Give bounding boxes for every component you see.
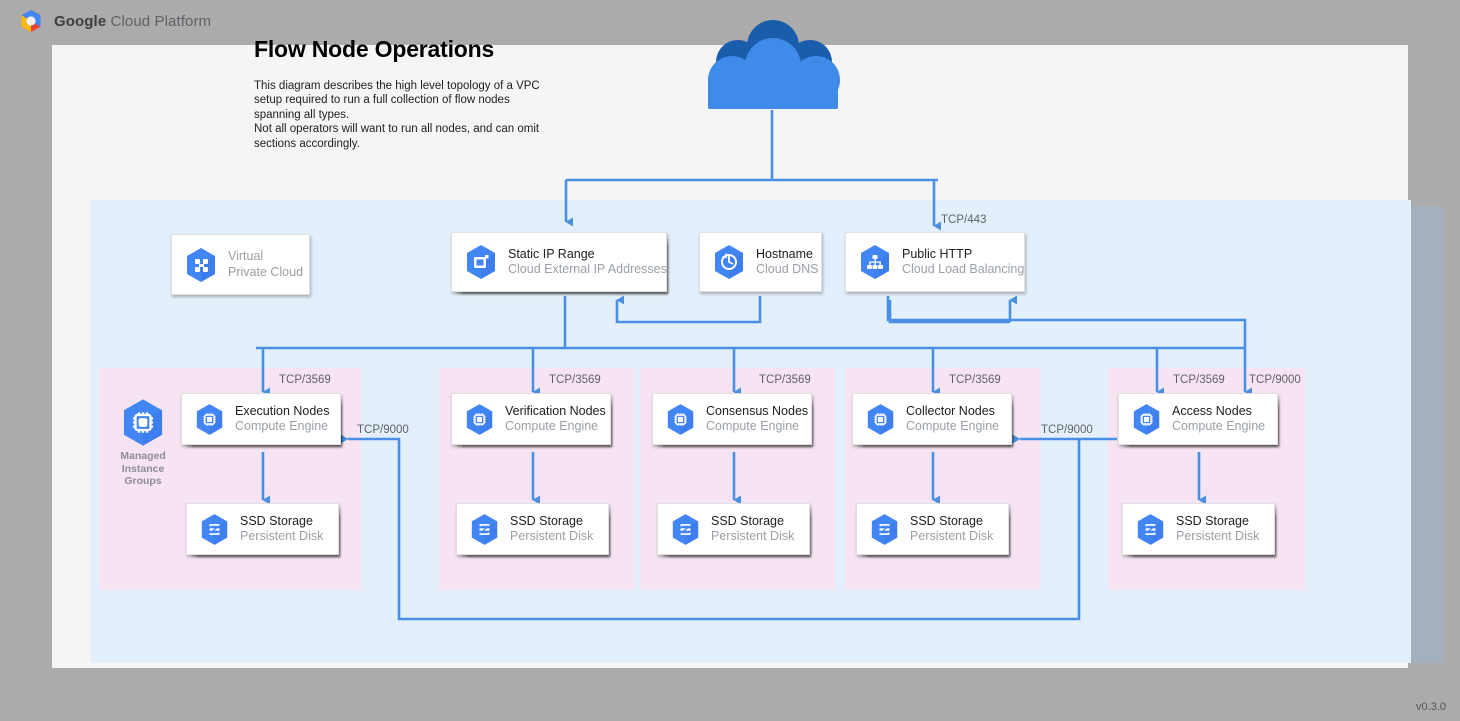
- persistent-disk-icon: [870, 513, 899, 546]
- static-ip-icon: [465, 244, 497, 280]
- node-subtitle: Compute Engine: [235, 419, 329, 433]
- node-subtitle: Persistent Disk: [711, 529, 795, 543]
- node-collector-nodes[interactable]: Collector Nodes Compute Engine: [852, 393, 1012, 445]
- port-label: TCP/443: [941, 214, 987, 226]
- port-label: TCP/9000: [1249, 374, 1301, 386]
- node-subtitle: Cloud External IP Addresses: [508, 262, 667, 276]
- storage-collector[interactable]: SSD Storage Persistent Disk: [856, 503, 1009, 555]
- version-label: v0.3.0: [1416, 701, 1446, 713]
- node-subtitle: Compute Engine: [1172, 419, 1266, 433]
- node-title: Access Nodes: [1172, 403, 1252, 418]
- managed-instance-groups-label: Managed Instance Groups: [120, 450, 166, 487]
- node-verification-nodes[interactable]: Verification Nodes Compute Engine: [451, 393, 611, 445]
- node-title: Execution Nodes: [235, 403, 330, 418]
- node-title: SSD Storage: [910, 513, 983, 528]
- node-subtitle: Compute Engine: [706, 419, 800, 433]
- port-label: TCP/3569: [1173, 374, 1225, 386]
- managed-instance-group-icon: [121, 398, 165, 447]
- node-hostname[interactable]: Hostname Cloud DNS: [699, 232, 822, 292]
- node-subtitle: Persistent Disk: [910, 529, 994, 543]
- persistent-disk-icon: [1136, 513, 1165, 546]
- node-subtitle: Cloud Load Balancing: [902, 262, 1025, 276]
- gcp-brand-title: Google Cloud Platform: [54, 13, 211, 30]
- gcp-brand-bold: Google: [54, 12, 107, 30]
- port-label: TCP/3569: [549, 374, 601, 386]
- persistent-disk-icon: [470, 513, 499, 546]
- page-title: Flow Node Operations: [254, 36, 495, 62]
- google-cloud-logo-icon: [18, 8, 44, 34]
- port-label: TCP/9000: [1041, 424, 1093, 436]
- node-title: Hostname: [756, 246, 813, 261]
- storage-execution[interactable]: SSD Storage Persistent Disk: [186, 503, 339, 555]
- node-title: Static IP Range: [508, 246, 595, 261]
- compute-engine-icon: [465, 403, 494, 436]
- node-title: SSD Storage: [1176, 513, 1249, 528]
- node-title: SSD Storage: [711, 513, 784, 528]
- node-subtitle: Persistent Disk: [510, 529, 594, 543]
- gcp-brand-rest: Cloud Platform: [106, 12, 212, 30]
- node-subtitle: Compute Engine: [906, 419, 1000, 433]
- persistent-disk-icon: [200, 513, 229, 546]
- compute-engine-icon: [666, 403, 695, 436]
- node-static-ip-range[interactable]: Static IP Range Cloud External IP Addres…: [451, 232, 667, 292]
- compute-engine-icon: [1132, 403, 1161, 436]
- compute-engine-icon: [866, 403, 895, 436]
- node-virtual-private-cloud[interactable]: Virtual Private Cloud: [171, 234, 310, 295]
- port-label: TCP/9000: [357, 424, 409, 436]
- node-title: Public HTTP: [902, 246, 973, 261]
- storage-access[interactable]: SSD Storage Persistent Disk: [1122, 503, 1275, 555]
- storage-verification[interactable]: SSD Storage Persistent Disk: [456, 503, 609, 555]
- port-label: TCP/3569: [949, 374, 1001, 386]
- node-execution-nodes[interactable]: Execution Nodes Compute Engine: [181, 393, 341, 445]
- gcp-brand-header: Google Cloud Platform: [18, 8, 211, 34]
- cloud-dns-icon: [713, 244, 745, 280]
- node-title: Virtual: [228, 249, 264, 264]
- node-title: Verification Nodes: [505, 403, 606, 418]
- node-public-http[interactable]: Public HTTP Cloud Load Balancing: [845, 232, 1025, 292]
- load-balancing-icon: [859, 244, 891, 280]
- node-subtitle: Persistent Disk: [1176, 529, 1260, 543]
- compute-engine-icon: [195, 403, 224, 436]
- persistent-disk-icon: [671, 513, 700, 546]
- managed-instance-groups: Managed Instance Groups: [114, 398, 172, 488]
- node-access-nodes[interactable]: Access Nodes Compute Engine: [1118, 393, 1278, 445]
- node-title: Consensus Nodes: [706, 403, 809, 418]
- node-title: SSD Storage: [510, 513, 583, 528]
- storage-consensus[interactable]: SSD Storage Persistent Disk: [657, 503, 810, 555]
- node-subtitle: Cloud DNS: [756, 262, 819, 276]
- page-description: This diagram describes the high level to…: [254, 80, 540, 150]
- node-consensus-nodes[interactable]: Consensus Nodes Compute Engine: [652, 393, 812, 445]
- node-subtitle: Compute Engine: [505, 419, 599, 433]
- port-label: TCP/3569: [759, 374, 811, 386]
- node-subtitle: Persistent Disk: [240, 529, 324, 543]
- vpc-region-shadow: [1411, 206, 1443, 663]
- port-label: TCP/3569: [279, 374, 331, 386]
- vpc-icon: [185, 247, 217, 283]
- node-title: SSD Storage: [240, 513, 313, 528]
- node-subtitle: Private Cloud: [228, 264, 304, 279]
- node-title: Collector Nodes: [906, 403, 995, 418]
- cloud-icon: [680, 20, 866, 117]
